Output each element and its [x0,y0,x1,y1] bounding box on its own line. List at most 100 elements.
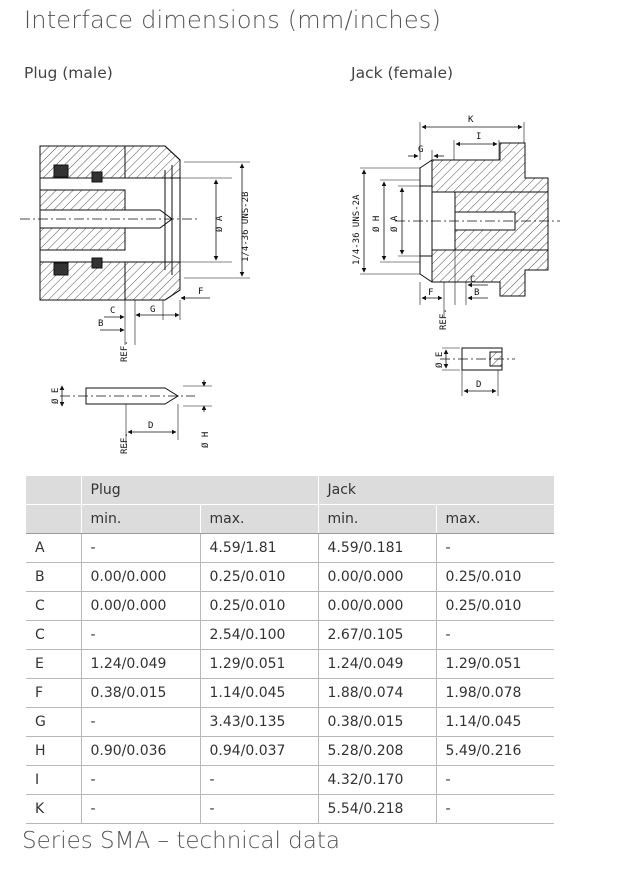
table-cell: - [435,794,554,824]
jack-d-label: D [476,380,481,390]
row-label: C [26,591,81,621]
table-cell: 2.54/0.100 [199,620,318,650]
table-sub-header: min.max.min.max. [26,504,554,534]
plug-g-label: G [150,305,155,315]
table-cell: - [80,707,200,737]
table-cell: 0.94/0.037 [199,736,318,766]
sub-header-cell: min. [80,504,200,534]
interface-drawing: Ø A 1/4-36 UNS-2B C B G F REF. Ø E D Ø H… [20,115,560,454]
jack-f-label: F [428,288,433,298]
table-cell: - [80,533,200,563]
table-cell: - [80,765,200,795]
table-cell: - [80,794,200,824]
table-row: K--5.54/0.218- [26,794,554,824]
table-cell: 1.98/0.078 [435,678,554,708]
plug-dia-h-label: Ø H [200,432,211,448]
table-cell: - [435,620,554,650]
table-cell: 4.32/0.170 [317,765,436,795]
footer-series: Series SMA – technical data [22,828,340,854]
header-corner [26,476,81,505]
row-label: F [26,678,81,708]
sub-header-cell: min. [317,504,436,534]
plug-thread-label: 1/4-36 UNS-2B [241,192,251,262]
row-label: I [26,765,81,795]
table-cell: 1.14/0.045 [435,707,554,737]
plug-ref2-label: REF. [120,432,130,454]
table-cell: 0.38/0.015 [317,707,436,737]
table-cell: 1.24/0.049 [317,649,436,679]
table-cell: 0.38/0.015 [80,678,200,708]
table-cell: - [435,765,554,795]
plug-b-label: B [98,319,103,329]
sub-header-cell: max. [199,504,318,534]
table-cell: 1.14/0.045 [199,678,318,708]
table-cell: 5.49/0.216 [435,736,554,766]
table-row: I--4.32/0.170- [26,765,554,795]
plug-d-label: D [148,421,153,431]
page-title: Interface dimensions (mm/inches) [24,6,442,34]
jack-contact-detail [440,347,515,396]
table-cell: - [435,533,554,563]
row-label: E [26,649,81,679]
table-cell: - [199,794,318,824]
table-cell: 3.43/0.135 [199,707,318,737]
row-label: K [26,794,81,824]
sub-header-cell: max. [435,504,554,534]
table-cell: - [80,620,200,650]
jack-thread-label: 1/4-36 UNS-2A [352,194,362,265]
table-cell: 0.25/0.010 [199,591,318,621]
table-cell: 0.25/0.010 [435,562,554,592]
plug-c-label: C [110,306,115,316]
jack-c-label: C [470,275,475,285]
table-cell: 0.90/0.036 [80,736,200,766]
jack-i-label: I [476,132,481,142]
table-cell: 0.25/0.010 [199,562,318,592]
table-cell: 1.29/0.051 [435,649,554,679]
jack-b-label: B [474,288,479,298]
header-jack: Jack [317,476,554,505]
table-cell: 0.00/0.000 [317,591,436,621]
plug-pin-detail [59,380,212,445]
table-cell: 0.00/0.000 [80,591,200,621]
row-label: A [26,533,81,563]
row-label: G [26,707,81,737]
jack-dia-a-label: Ø A [389,215,400,232]
jack-dia-h-label: Ø H [371,216,382,232]
jack-k-label: K [468,115,474,125]
table-cell: 0.00/0.000 [80,562,200,592]
header-plug: Plug [80,476,318,505]
jack-g-label: G [418,145,423,155]
row-label: H [26,736,81,766]
table-cell: 5.28/0.208 [317,736,436,766]
plug-f-label: F [198,287,203,297]
plug-drawing [20,145,250,345]
table-cell: 4.59/0.181 [317,533,436,563]
table-cell: 1.29/0.051 [199,649,318,679]
row-label: B [26,562,81,592]
table-cell: 4.59/1.81 [199,533,318,563]
table-cell: 1.24/0.049 [80,649,200,679]
sub-header-cell [26,504,81,534]
table-cell: 0.00/0.000 [317,562,436,592]
jack-drawing [360,122,560,318]
plug-dia-a-label: Ø A [214,215,225,232]
plug-heading: Plug (male) [24,64,113,82]
table-cell: 1.88/0.074 [317,678,436,708]
table-cell: 0.25/0.010 [435,591,554,621]
table-cell: 5.54/0.218 [317,794,436,824]
plug-ref-label: REF. [120,340,130,362]
jack-dia-e-label: Ø E [434,352,445,368]
jack-heading: Jack (female) [351,64,454,82]
row-label: C [26,620,81,650]
table-cell: 2.67/0.105 [317,620,436,650]
